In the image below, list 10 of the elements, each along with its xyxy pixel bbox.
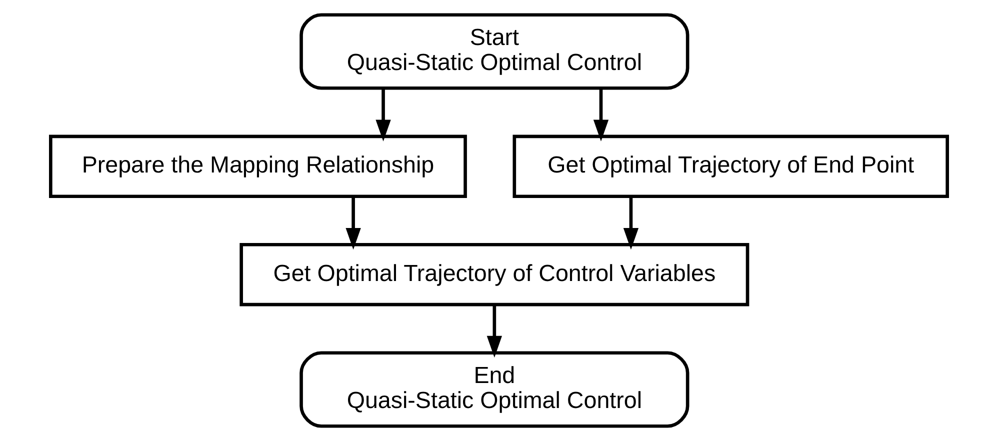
arrow [623,196,639,250]
node-box: Start Quasi-Static Optimal Control [300,13,690,90]
arrow [376,88,391,142]
arrow [486,304,502,358]
node-box: Get Optimal Trajectory of End Point [512,134,949,198]
node-box: Prepare the Mapping Relationship [49,134,467,198]
node-box: Get Optimal Trajectory of Control Variables [240,242,750,306]
arrow [593,88,609,142]
arrow [346,196,361,250]
node-box: End Quasi-Static Optimal Control [300,351,690,428]
